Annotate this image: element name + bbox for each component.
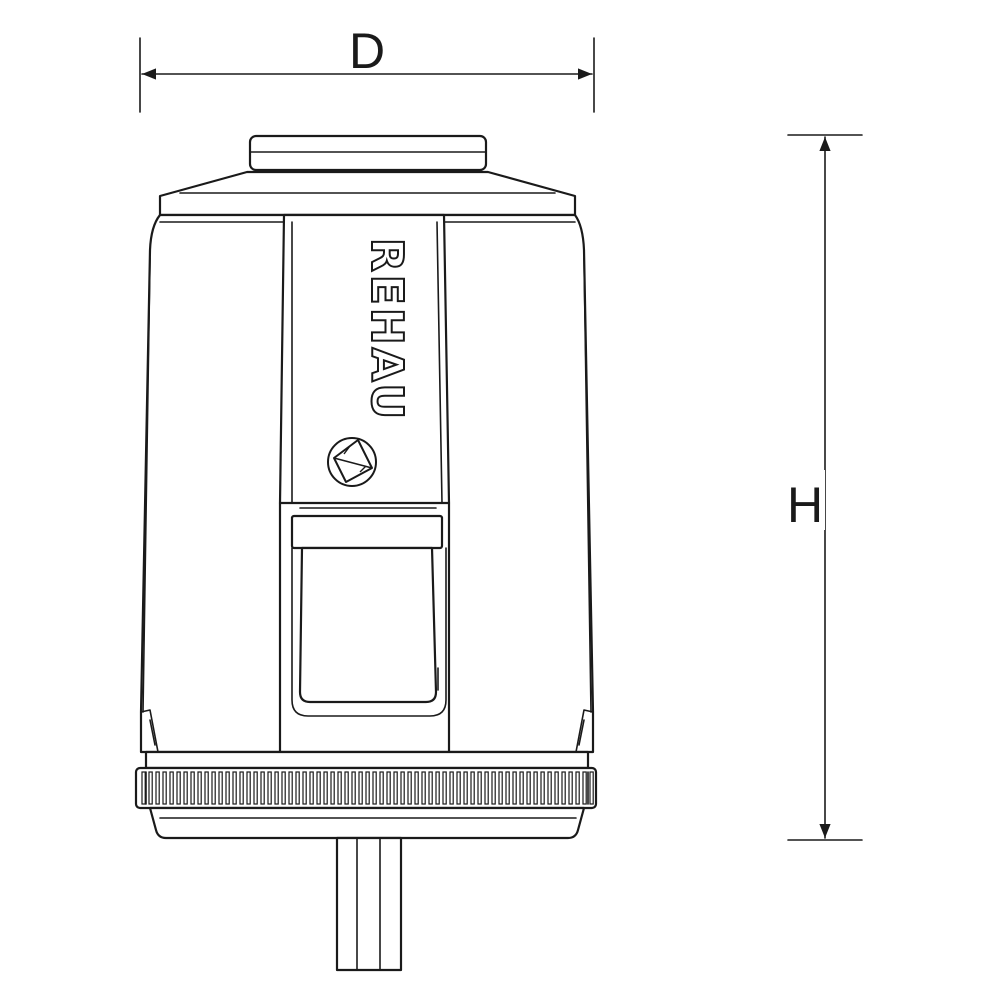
knurl-ridge	[288, 771, 293, 805]
knurl-ridge	[582, 771, 587, 805]
right-clip-tab	[575, 709, 594, 753]
knurl-ridge	[197, 771, 202, 805]
height-label: H	[787, 477, 823, 533]
knurl-ridge	[295, 771, 300, 805]
left-clip-tab	[140, 709, 159, 753]
knurl-ridge	[442, 771, 447, 805]
knurl-ridge	[351, 771, 356, 805]
knurl-ridge	[540, 771, 545, 805]
knurl-ridge	[428, 771, 433, 805]
height-dimension: H	[785, 134, 863, 841]
knurl-ridge	[239, 771, 244, 805]
width-dimension: D	[139, 23, 595, 113]
knurl-ridge	[190, 771, 195, 805]
knurl-ridge	[253, 771, 258, 805]
knurl-ridge	[568, 771, 573, 805]
brand-logo-text: REHAU	[361, 238, 412, 422]
knurl-ridge	[519, 771, 524, 805]
knurl-ridge	[421, 771, 426, 805]
top-cap	[248, 134, 488, 172]
knurl-ridge	[449, 771, 454, 805]
knurl-ridge	[491, 771, 496, 805]
knurl-ridge	[141, 771, 146, 805]
knurl-ridge	[414, 771, 419, 805]
knurl-ridge	[400, 771, 405, 805]
knurl-ridge	[337, 771, 342, 805]
knurl-ridge	[323, 771, 328, 805]
knurl-ridge	[281, 771, 286, 805]
width-label: D	[349, 23, 385, 79]
latch-bar	[290, 514, 444, 550]
actuator-body: REHAU	[139, 134, 595, 754]
knurl-ridge	[547, 771, 552, 805]
knurl-ridge	[554, 771, 559, 805]
knurl-ridge	[316, 771, 321, 805]
knurl-ridge	[561, 771, 566, 805]
knurl-ridge	[484, 771, 489, 805]
base	[148, 806, 586, 840]
knurl-ridge	[218, 771, 223, 805]
knurl-ridge	[225, 771, 230, 805]
knurl-ridge	[169, 771, 174, 805]
knurl-ridge	[470, 771, 475, 805]
knurl-ridge	[463, 771, 468, 805]
knurl-ridge	[512, 771, 517, 805]
knurl-ridge	[176, 771, 181, 805]
knurl-ridge	[302, 771, 307, 805]
brand-logo: REHAU	[360, 237, 413, 423]
knurl-ridge	[379, 771, 384, 805]
knurl-ridge	[344, 771, 349, 805]
knurl-ridge	[435, 771, 440, 805]
indicator-window	[298, 546, 438, 704]
knurl-ridge	[589, 771, 594, 805]
knurl-ridge	[407, 771, 412, 805]
knurl-ridge	[575, 771, 580, 805]
knurl-ridge	[232, 771, 237, 805]
knurl-ridge	[372, 771, 377, 805]
knurl-ridge	[526, 771, 531, 805]
knurl-ridge	[456, 771, 461, 805]
knurl-ridge	[498, 771, 503, 805]
knurl-ridge	[155, 771, 160, 805]
knurl-ridge	[204, 771, 209, 805]
knurl-ridge	[183, 771, 188, 805]
knurl-ridge	[246, 771, 251, 805]
knurl-ridge	[505, 771, 510, 805]
knurl-ridge	[358, 771, 363, 805]
knurl-ridge	[477, 771, 482, 805]
knurl-ridge	[260, 771, 265, 805]
knurl-ridge	[309, 771, 314, 805]
rehau-logo-icon	[327, 437, 377, 487]
knurl-ridge	[274, 771, 279, 805]
knurl-ridge	[148, 771, 153, 805]
knurl-ridge	[267, 771, 272, 805]
knurl-ridge	[211, 771, 216, 805]
knurl-ridge	[162, 771, 167, 805]
knurl-ridge	[533, 771, 538, 805]
knurl-ridge	[386, 771, 391, 805]
knurl-ridge	[330, 771, 335, 805]
knurled-ring	[134, 750, 598, 810]
cable	[335, 836, 403, 972]
knurl-ridge	[365, 771, 370, 805]
knurl-ridge	[393, 771, 398, 805]
